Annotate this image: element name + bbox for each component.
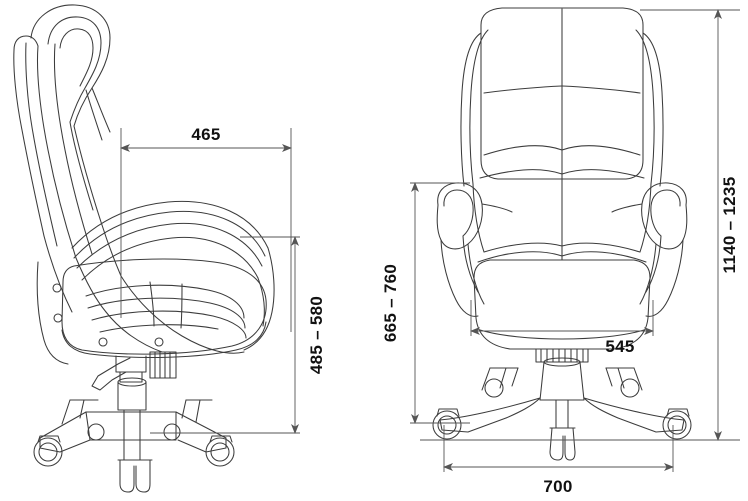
front-view-chair: [432, 7, 692, 461]
dimension-label-665-760: 665 – 760: [381, 264, 400, 342]
dimension-label-545: 545: [605, 337, 634, 356]
dimension-label-1140-1235: 1140 – 1235: [720, 177, 739, 274]
dimension-label-485-580: 485 – 580: [307, 296, 326, 374]
dimension-label-465: 465: [191, 125, 220, 144]
dimension-label-700: 700: [543, 477, 572, 496]
side-view-chair: [13, 4, 275, 493]
dimension-lines: [120, 9, 740, 472]
